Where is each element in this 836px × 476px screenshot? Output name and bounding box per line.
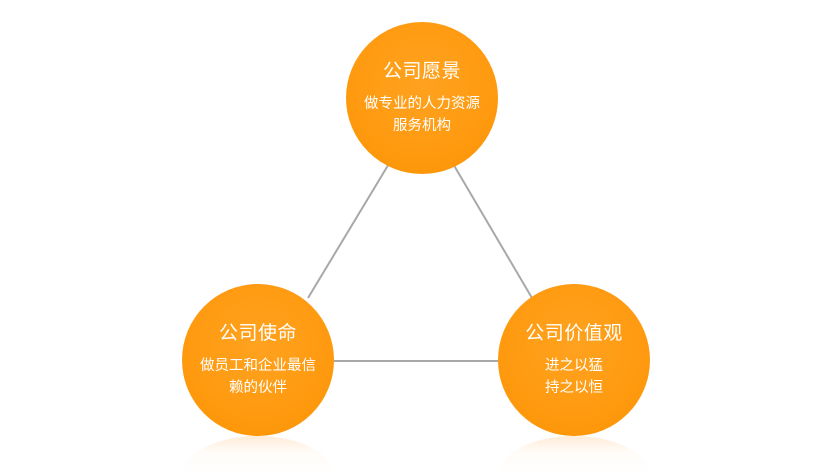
node-description: 做专业的人力资源服务机构 (364, 96, 480, 134)
node-company-vision: 公司愿景 做专业的人力资源服务机构 (346, 22, 498, 174)
node-company-values: 公司价值观 进之以猛持之以恒 (498, 284, 650, 436)
node-title: 公司价值观 (525, 322, 623, 344)
node-title: 公司愿景 (382, 60, 461, 82)
node-company-mission: 公司使命 做员工和企业最信赖的伙伴 (182, 284, 334, 436)
node-title: 公司使命 (218, 322, 297, 344)
connector-vision-values (451, 161, 533, 299)
connector-vision-mission (307, 161, 391, 299)
node-description: 进之以猛持之以恒 (545, 358, 603, 396)
node-description: 做员工和企业最信赖的伙伴 (200, 358, 316, 396)
